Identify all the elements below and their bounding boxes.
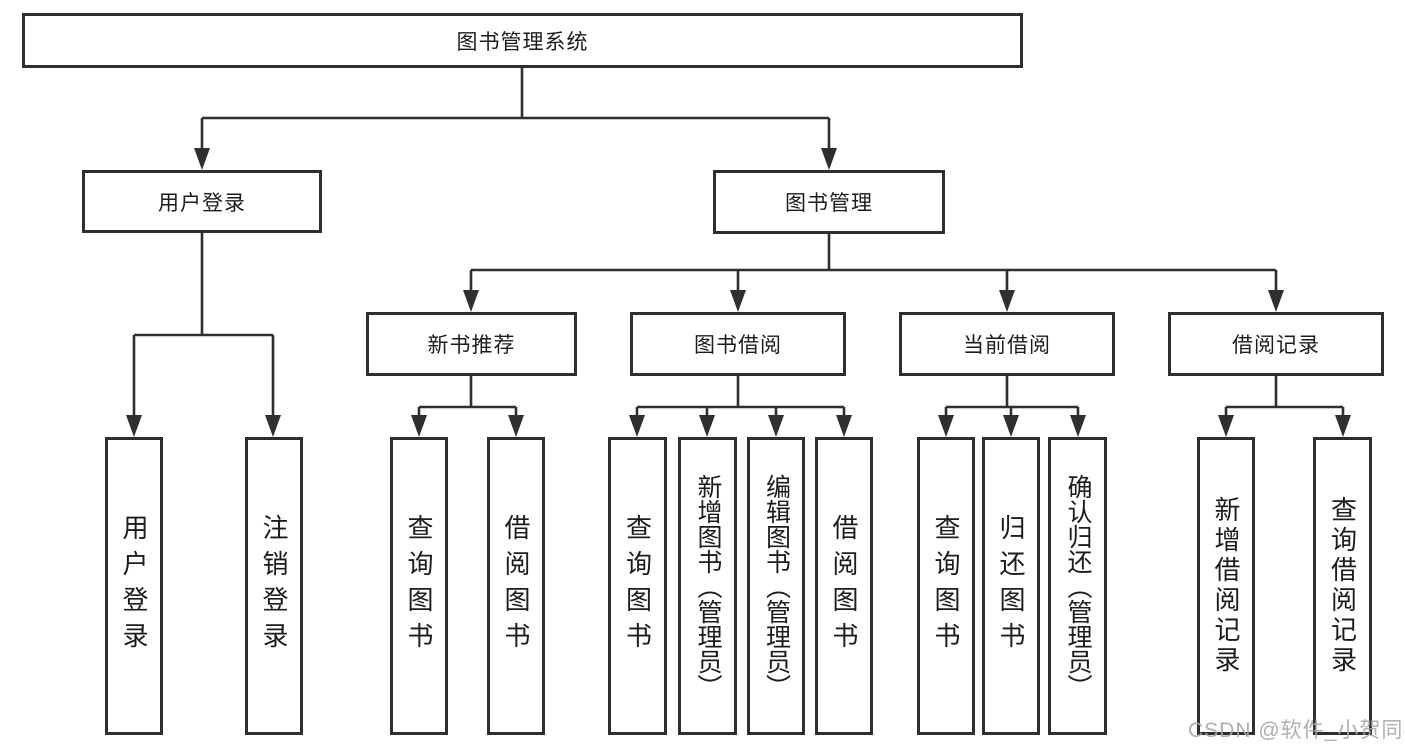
arrowhead bbox=[768, 415, 784, 437]
leaf-return-books: 归还图书 bbox=[982, 437, 1040, 735]
node-book-borrowing: 图书借阅 bbox=[630, 312, 846, 376]
leaf-add-books-admin: 新增图书（管理员） bbox=[678, 437, 737, 735]
node-label: 用户登录 bbox=[119, 514, 149, 658]
leaf-logout: 注销登录 bbox=[245, 437, 303, 735]
node-label: 注销登录 bbox=[259, 514, 289, 658]
arrowhead bbox=[821, 148, 837, 170]
node-borrowing-records: 借阅记录 bbox=[1168, 312, 1384, 376]
leaf-query-books-recommend: 查询图书 bbox=[390, 437, 448, 735]
leaf-query-borrow-record: 查询借阅记录 bbox=[1313, 437, 1372, 735]
node-label: 借阅记录 bbox=[1232, 334, 1320, 357]
node-label: 查询借阅记录 bbox=[1327, 496, 1358, 676]
arrowhead bbox=[629, 415, 645, 437]
arrowhead bbox=[194, 148, 210, 170]
arrowhead bbox=[999, 290, 1015, 312]
node-label: 图书管理系统 bbox=[456, 30, 589, 54]
node-label: 查询图书 bbox=[404, 514, 434, 658]
leaf-borrow-books: 借阅图书 bbox=[815, 437, 873, 735]
arrowhead bbox=[1335, 415, 1351, 437]
arrowhead bbox=[1070, 415, 1086, 437]
arrowhead bbox=[938, 415, 954, 437]
node-user-login: 用户登录 bbox=[82, 170, 322, 233]
node-label: 图书借阅 bbox=[694, 334, 782, 357]
node-label: 新书推荐 bbox=[427, 334, 516, 357]
node-label: 借阅图书 bbox=[501, 514, 531, 658]
leaf-edit-books-admin: 编辑图书（管理员） bbox=[747, 437, 805, 735]
node-label: 新增借阅记录 bbox=[1211, 496, 1241, 676]
leaf-confirm-return-admin: 确认归还（管理员） bbox=[1048, 437, 1107, 735]
node-current-borrowing: 当前借阅 bbox=[899, 312, 1115, 376]
node-new-book-recommendation: 新书推荐 bbox=[366, 312, 577, 376]
node-label: 用户登录 bbox=[158, 191, 246, 215]
leaf-query-books-current: 查询图书 bbox=[917, 437, 975, 735]
leaf-borrow-books-recommend: 借阅图书 bbox=[487, 437, 545, 735]
arrowhead bbox=[508, 415, 524, 437]
node-label: 确认归还（管理员） bbox=[1064, 473, 1092, 699]
arrowhead bbox=[836, 415, 852, 437]
arrowhead bbox=[730, 290, 746, 312]
arrowhead bbox=[1003, 415, 1019, 437]
node-label: 归还图书 bbox=[996, 514, 1026, 658]
csdn-watermark: CSDN @软件_小贺同学 bbox=[1188, 719, 1405, 742]
arrowhead bbox=[1218, 415, 1234, 437]
leaf-add-borrow-record: 新增借阅记录 bbox=[1197, 437, 1255, 735]
arrowhead bbox=[699, 415, 715, 437]
node-label: 查询图书 bbox=[931, 514, 961, 658]
arrowhead bbox=[265, 415, 281, 437]
tree-edges bbox=[132, 68, 1345, 419]
node-label: 当前借阅 bbox=[963, 334, 1051, 357]
node-label: 查询图书 bbox=[622, 514, 653, 658]
node-label: 新增图书（管理员） bbox=[694, 473, 722, 699]
arrowhead bbox=[463, 290, 479, 312]
node-label: 编辑图书（管理员） bbox=[762, 473, 791, 699]
node-label: 图书管理 bbox=[785, 192, 873, 215]
arrowhead bbox=[1268, 290, 1284, 312]
leaf-query-books-borrow: 查询图书 bbox=[608, 437, 667, 735]
node-label: 借阅图书 bbox=[829, 514, 859, 658]
arrowhead bbox=[126, 415, 142, 437]
node-book-management: 图书管理 bbox=[713, 170, 945, 234]
node-library-management-system: 图书管理系统 bbox=[22, 13, 1023, 68]
arrowhead bbox=[411, 415, 427, 437]
leaf-user-login: 用户登录 bbox=[105, 437, 163, 735]
